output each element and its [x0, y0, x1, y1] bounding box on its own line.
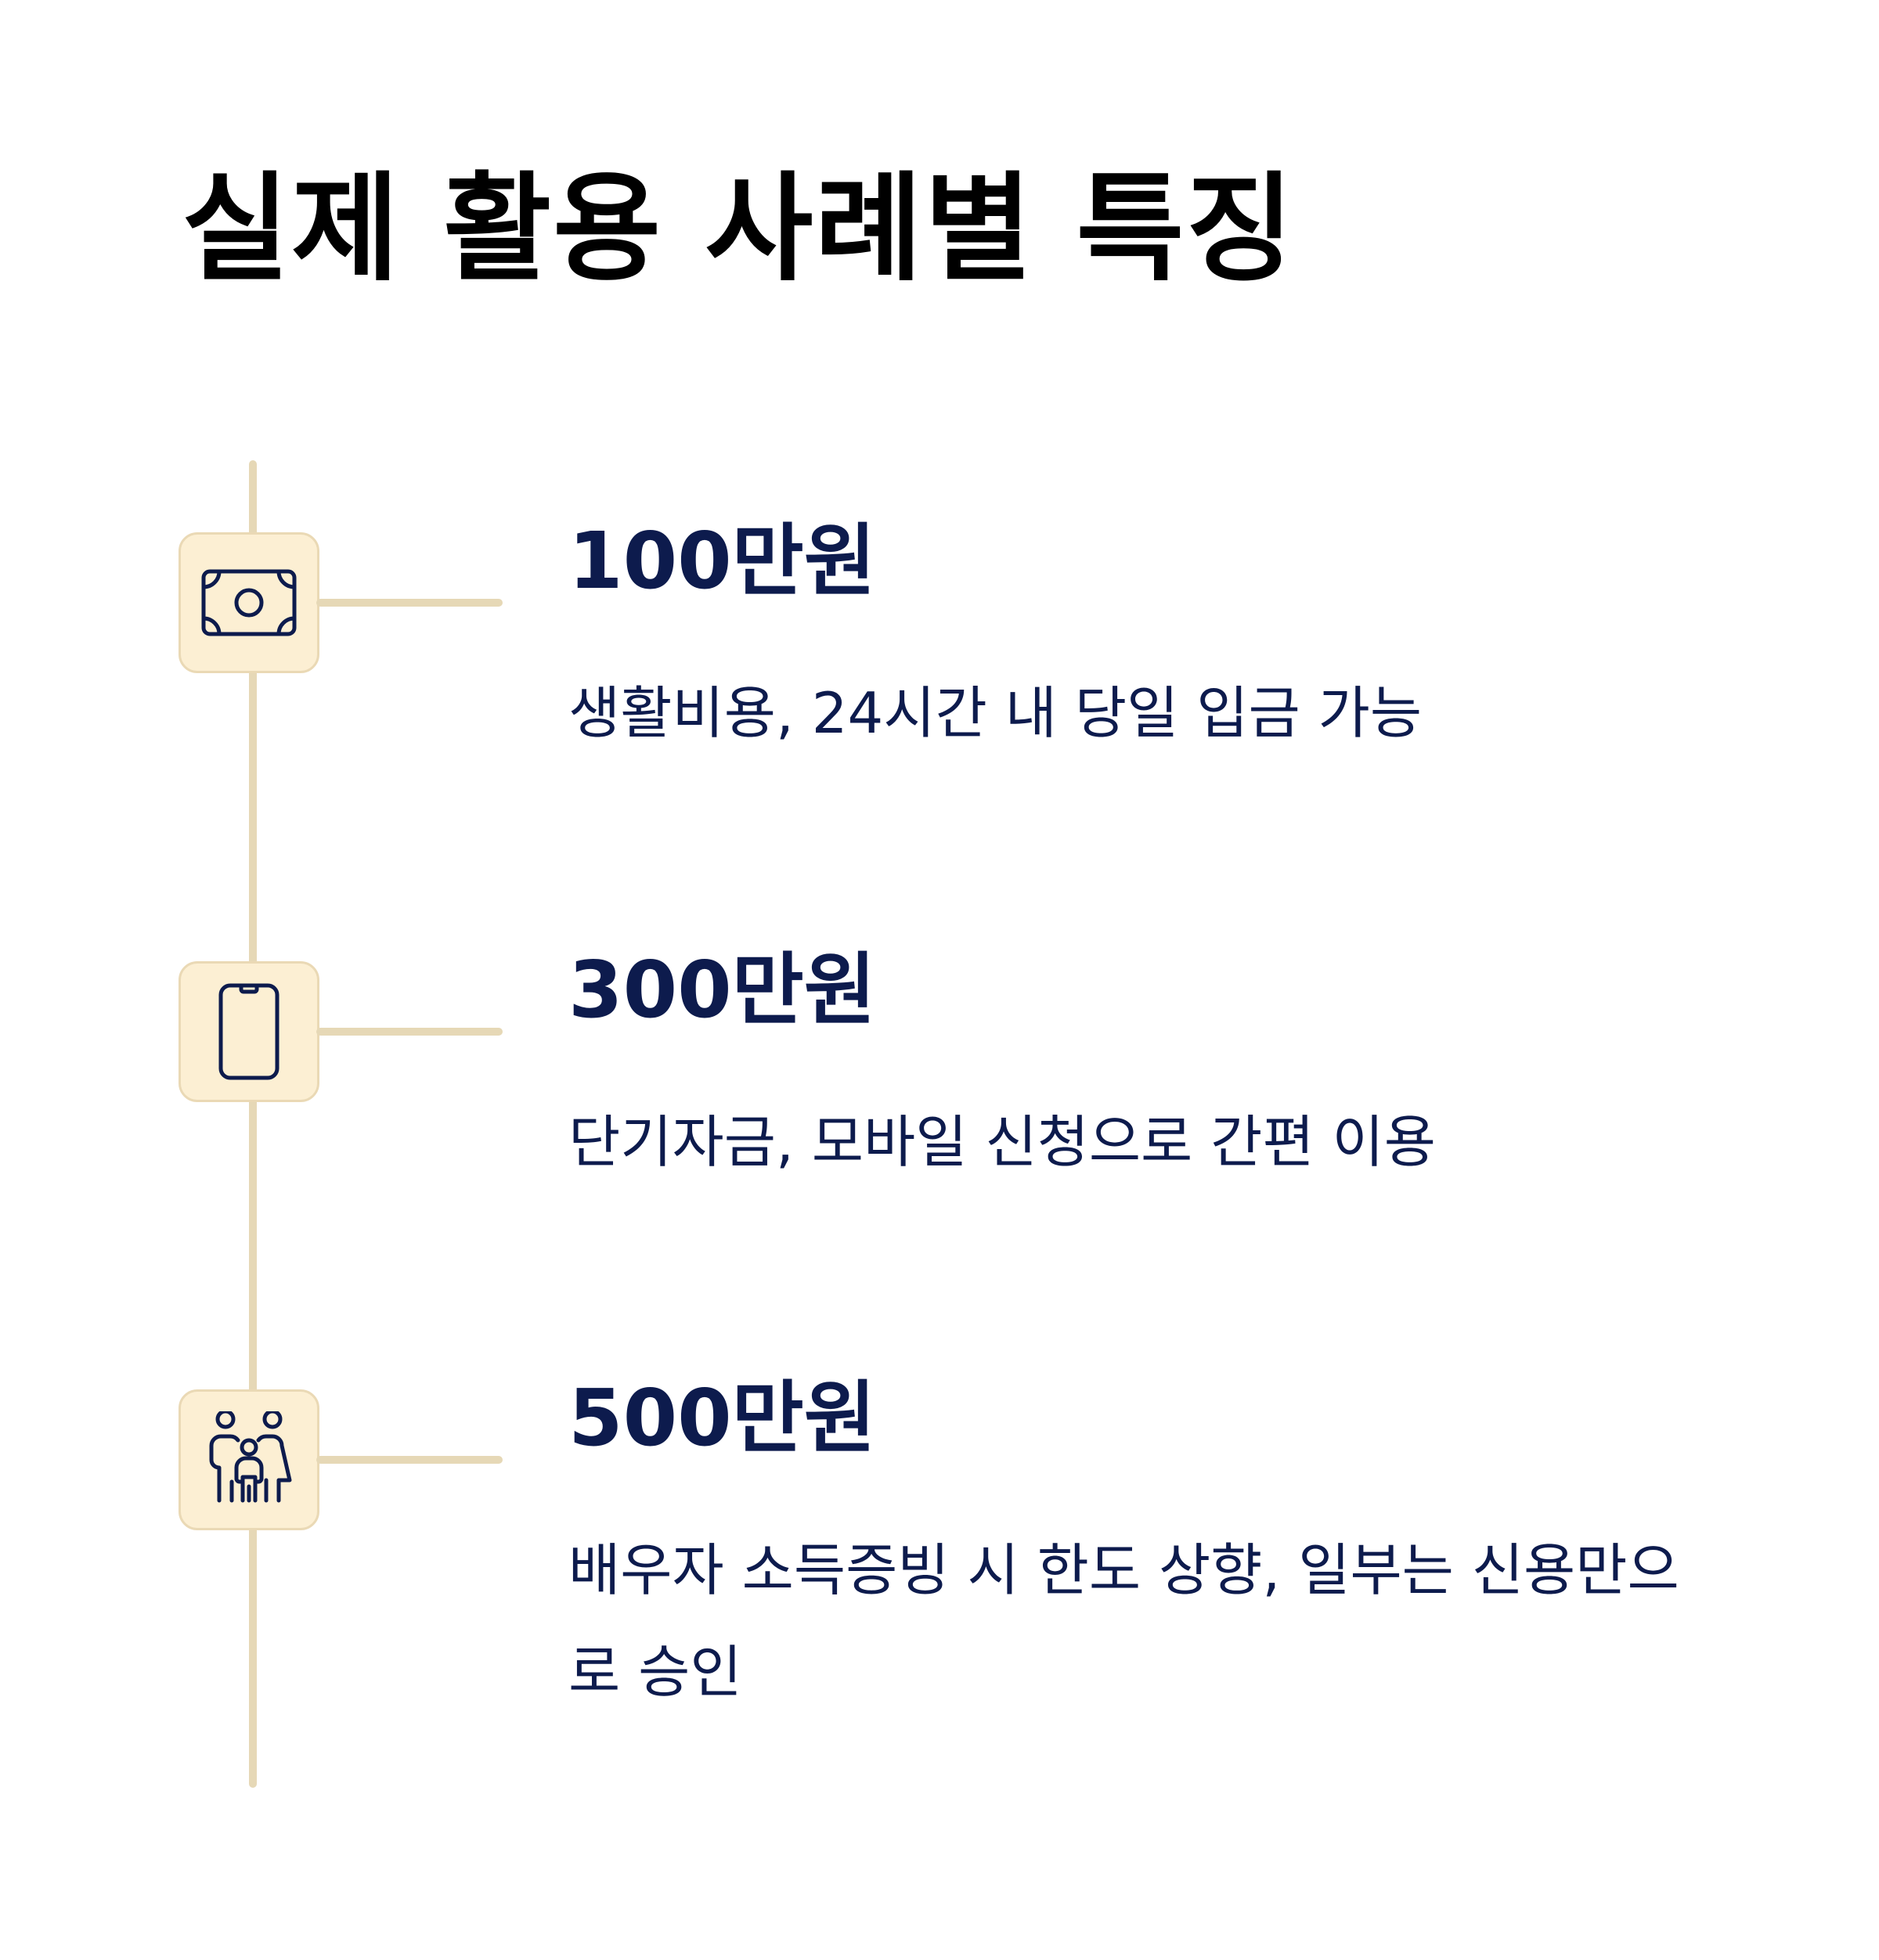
connector-line — [316, 1028, 503, 1036]
timeline-item: 500만원 배우자 소득증빙 시 한도 상향, 일부는 신용만으로 승인 — [0, 1375, 1879, 1705]
timeline-line — [249, 460, 257, 1788]
item-description: 생활비용, 24시간 내 당일 입금 가능 — [568, 680, 1423, 746]
connector-line — [316, 599, 503, 607]
icon-badge — [179, 1389, 319, 1530]
page-title: 실제 활용 사례별 특징 — [182, 161, 1296, 297]
item-description: 단기자금, 모바일 신청으로 간편 이용 — [568, 1109, 1437, 1175]
item-heading: 300만원 — [568, 944, 876, 1036]
icon-badge — [179, 532, 319, 673]
family-icon — [209, 1411, 292, 1503]
connector-line — [316, 1456, 503, 1464]
item-description: 배우자 소득증빙 시 한도 상향, 일부는 신용만으로 승인 — [568, 1537, 1679, 1705]
smartphone-icon — [218, 983, 280, 1080]
timeline-item: 100만원 생활비용, 24시간 내 당일 입금 가능 — [0, 518, 1879, 746]
timeline-item: 300만원 단기자금, 모바일 신청으로 간편 이용 — [0, 947, 1879, 1175]
icon-badge — [179, 961, 319, 1102]
money-bill-icon — [201, 569, 297, 636]
item-heading: 500만원 — [568, 1372, 876, 1464]
item-heading: 100만원 — [568, 515, 876, 607]
